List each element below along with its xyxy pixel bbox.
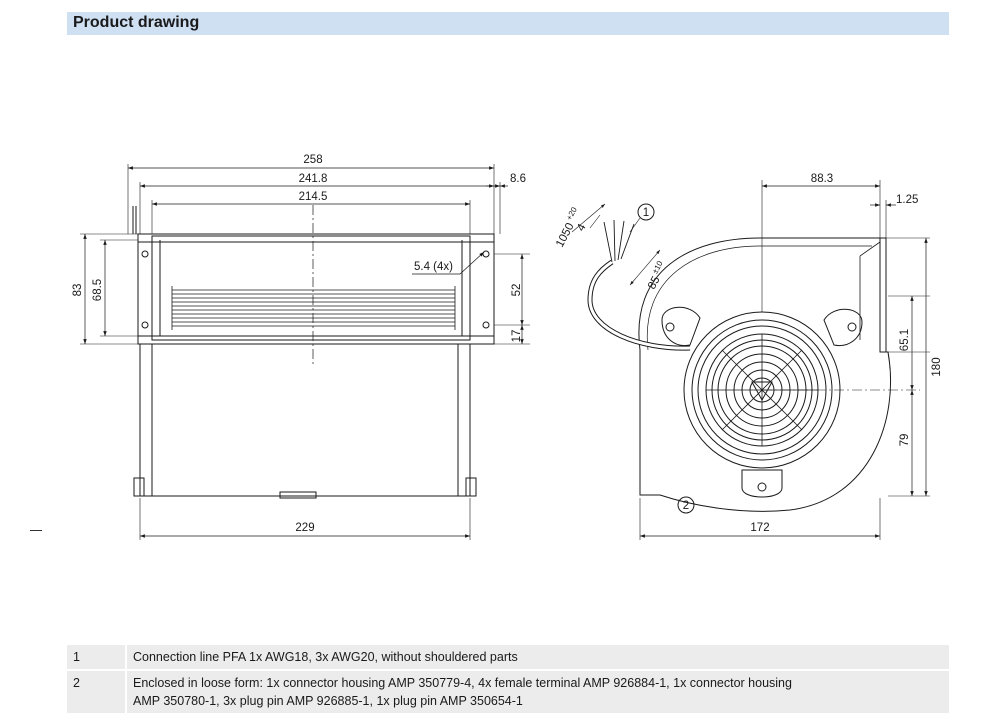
callout-1-label: 1 [643, 207, 649, 219]
dim-height-79: 79 [899, 434, 911, 447]
callout-2-label: 2 [683, 500, 689, 512]
dim-wire-length-tol: ±10 [650, 259, 664, 275]
motor-lug [823, 308, 863, 347]
scroll-housing [638, 237, 892, 512]
side-view [571, 180, 930, 540]
legend-number: 1 [67, 645, 125, 671]
cable-wires [603, 219, 635, 263]
mounting-flange [137, 233, 495, 345]
dim-height-180: 180 [931, 357, 943, 376]
dim-width-214: 214.5 [299, 191, 328, 203]
dim-wire-length: 85 [646, 274, 663, 291]
callout-2-circle [677, 496, 695, 514]
callout-1-circle [637, 203, 655, 221]
motor-lug [741, 469, 783, 498]
impeller-blades [171, 286, 456, 330]
legend-row: 1 Connection line PFA 1x AWG18, 3x AWG20… [67, 645, 949, 671]
dim-height-17: 17 [511, 330, 523, 343]
dim-side-bottom-width: 172 [750, 522, 769, 534]
mounting-hole [141, 250, 149, 258]
dim-height-83: 83 [72, 284, 84, 297]
legend-number: 2 [67, 670, 125, 715]
section-header-bar: Product drawing [67, 12, 949, 35]
legend-row: 2 Enclosed in loose form: 1x connector h… [67, 670, 949, 715]
dim-width-88: 88.3 [811, 173, 833, 185]
dim-bottom-width: 229 [295, 522, 314, 534]
legend-text: Connection line PFA 1x AWG18, 3x AWG20, … [127, 645, 949, 671]
dim-overall-width: 258 [303, 154, 322, 166]
housing-body [139, 343, 471, 497]
product-drawing: 258 241.8 8.6 214.5 83 68.5 5.4 (4x) 52 … [72, 154, 943, 540]
outlet-opening [151, 235, 471, 341]
dim-height-68: 68.5 [92, 279, 104, 301]
dim-offset-125: 1.25 [896, 194, 918, 206]
margin-mark [30, 530, 42, 531]
dim-width-241: 241.8 [299, 173, 328, 185]
dim-cable-length-tol: +20 [565, 205, 580, 222]
mounting-hole [482, 321, 490, 329]
dim-strip-length: 4 [575, 222, 589, 234]
connection-cable [587, 259, 691, 351]
dim-offset-right: 8.6 [510, 173, 526, 185]
dim-height-52: 52 [511, 284, 523, 297]
section-title: Product drawing [73, 14, 200, 31]
outlet-flange [879, 237, 887, 353]
legend-table: 1 Connection line PFA 1x AWG18, 3x AWG20… [67, 645, 949, 715]
mounting-hole [141, 321, 149, 329]
dim-cable-length: 1050 [554, 221, 577, 249]
dim-hole-note: 5.4 (4x) [414, 261, 453, 273]
motor-lug [661, 306, 701, 347]
legend-text: Enclosed in loose form: 1x connector hou… [127, 670, 949, 715]
front-view [80, 164, 530, 540]
dim-height-65: 65.1 [899, 329, 911, 351]
